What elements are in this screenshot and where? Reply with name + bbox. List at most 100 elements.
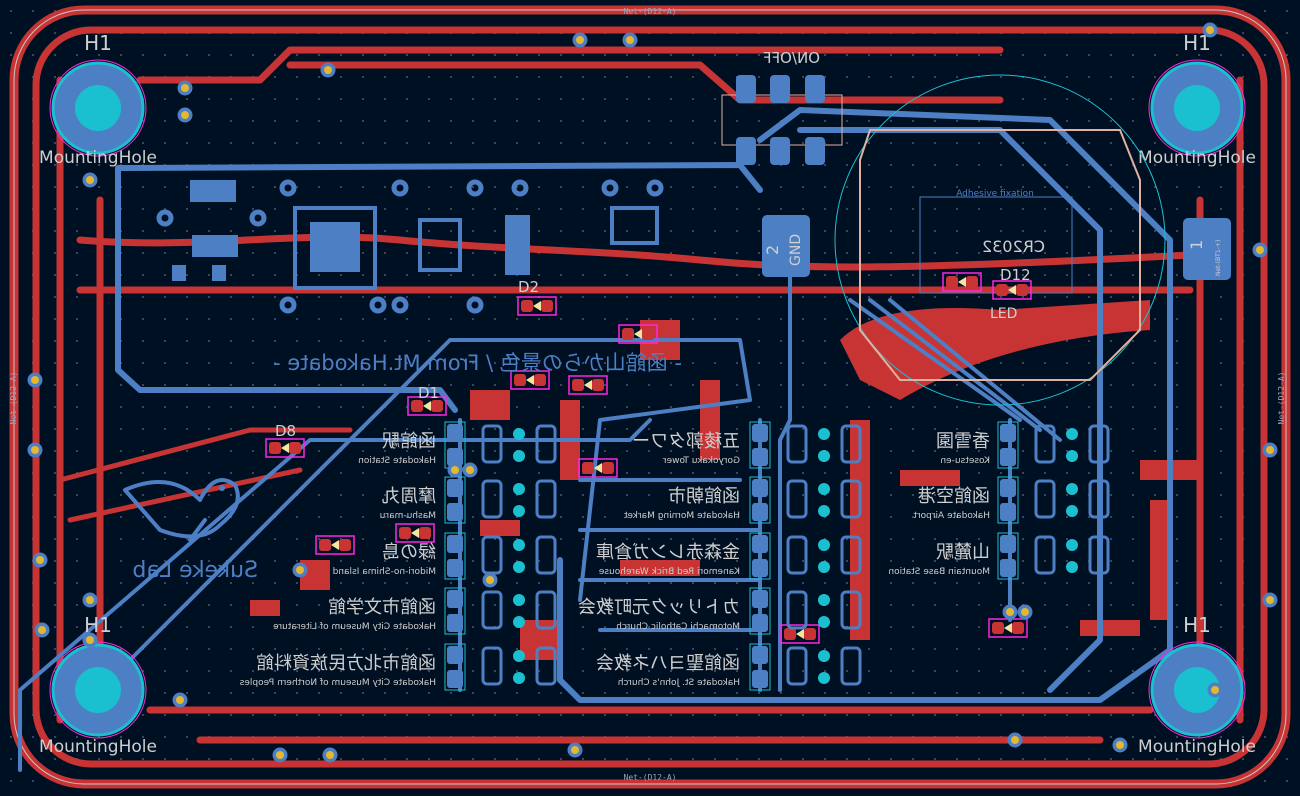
landmark-en: Hakodate Station: [358, 456, 436, 466]
battery-gnd-pad[interactable]: [762, 215, 810, 277]
front-copper-traces: [56, 46, 1244, 744]
adhesive-note: Adhesive fixation: [956, 189, 1034, 199]
led[interactable]: [315, 535, 355, 555]
led[interactable]: [517, 296, 557, 316]
led-value-label: LED: [990, 306, 1017, 322]
switch-label: ON/OFF: [763, 49, 820, 67]
via-ring: [1006, 608, 1014, 616]
led[interactable]: [395, 523, 435, 543]
landmark-switch[interactable]: [444, 643, 557, 691]
landmark-switch[interactable]: [749, 532, 862, 580]
edge-net-label-right: Net-(D12-A): [1277, 372, 1286, 425]
via-ring: [324, 66, 332, 74]
landmark-en: Midori-no-Shima Island: [333, 567, 436, 577]
logo-text: Sukeke Lab: [132, 558, 258, 583]
via-ring: [276, 751, 284, 759]
battery-plus-pad[interactable]: [1183, 218, 1231, 280]
landmark-jp: 摩周丸: [382, 486, 436, 507]
landmark-switch[interactable]: [749, 587, 862, 635]
landmark-switch[interactable]: [444, 532, 557, 580]
via-ring: [1211, 686, 1219, 694]
battery-holder[interactable]: Adhesive fixation 2 GND 1 Net-(BT1-+) CR…: [762, 74, 1231, 406]
landmark-jp: 金森赤レンガ倉庫: [596, 542, 740, 563]
landmark-switch[interactable]: [997, 476, 1110, 524]
landmark-switch[interactable]: [444, 421, 557, 469]
via-ring: [451, 466, 459, 474]
inner-ring-trace[interactable]: [32, 26, 1268, 768]
led[interactable]: [510, 370, 550, 390]
landmark-switch[interactable]: [444, 476, 557, 524]
landmark-switch[interactable]: [749, 421, 862, 469]
led-ref-d12: D12: [1000, 266, 1031, 284]
led[interactable]: [942, 272, 982, 292]
via-ring: [1256, 246, 1264, 254]
led[interactable]: [578, 458, 618, 478]
via-ring: [466, 466, 474, 474]
via-ring: [571, 746, 579, 754]
landmark-item: 函館市北方民族資料館 Hakodate City Museum of Northe…: [239, 653, 436, 688]
edge-net-label-top: Net-(D12-A): [624, 7, 677, 16]
led[interactable]: [407, 396, 447, 416]
via-ring: [1266, 446, 1274, 454]
via-ring: [326, 751, 334, 759]
landmark-jp: 山麓駅: [936, 542, 990, 563]
via-ring: [486, 576, 494, 584]
led[interactable]: [568, 375, 608, 395]
via-ring: [1266, 596, 1274, 604]
landmark-jp: 函館市北方民族資料館: [256, 653, 436, 674]
landmark-switch[interactable]: [997, 532, 1110, 580]
hole-value: MountingHole: [1138, 737, 1256, 757]
hole-value: MountingHole: [1138, 148, 1256, 168]
mounting-holes: H1MountingHoleH1MountingHoleH1MountingHo…: [39, 31, 1256, 757]
via-ring: [31, 446, 39, 454]
landmark-switch[interactable]: [444, 587, 557, 635]
through-hole-pads: [156, 179, 664, 314]
hole-ref: H1: [84, 31, 112, 55]
via-ring: [86, 176, 94, 184]
landmark-jp: 函館駅: [382, 431, 436, 452]
landmark-jp: 五稜郭タワー: [632, 431, 740, 452]
via-ring: [576, 36, 584, 44]
power-switch[interactable]: ON/OFF: [721, 49, 843, 165]
via-ring: [86, 636, 94, 644]
plus-pad-net: Net-(BT1-+): [1215, 240, 1222, 276]
via-ring: [1021, 608, 1029, 616]
led[interactable]: [780, 624, 820, 644]
landmark-jp: 函館朝市: [668, 486, 740, 507]
mcu-footprint[interactable]: [172, 180, 659, 290]
landmark-en: Motomachi Catholic Church: [616, 622, 740, 632]
led[interactable]: [618, 324, 658, 344]
landmark-en: Hakodate City Museum of Northern Peoples: [239, 678, 436, 688]
landmark-jp: 香雪園: [936, 431, 990, 452]
via-ring: [181, 84, 189, 92]
via-ring: [31, 376, 39, 384]
landmark-item: 摩周丸 Mashu-maru: [380, 486, 436, 521]
via-ring: [38, 626, 46, 634]
landmark-en: Hakodate Airport: [913, 511, 990, 521]
led[interactable]: [992, 280, 1032, 300]
landmark-en: Hakodate City Museum of Literature: [273, 622, 436, 632]
landmark-switch[interactable]: [997, 421, 1110, 469]
landmark-en: Kanemori Red Brick Warehouse: [598, 567, 740, 577]
landmark-switch[interactable]: [749, 476, 862, 524]
led[interactable]: [265, 438, 305, 458]
landmark-labels: 函館駅 Hakodate Station 摩周丸 Mashu-maru 緑の島Midor…: [239, 421, 1110, 691]
via-ring: [36, 556, 44, 564]
via-ring: [181, 111, 189, 119]
board-outline: [13, 9, 1287, 785]
sukeke-lab-logo: Sukeke Lab: [123, 478, 258, 583]
hole-ref: H1: [1183, 613, 1211, 637]
landmark-switch[interactable]: [749, 643, 862, 691]
landmark-en: Mashu-maru: [380, 511, 436, 521]
